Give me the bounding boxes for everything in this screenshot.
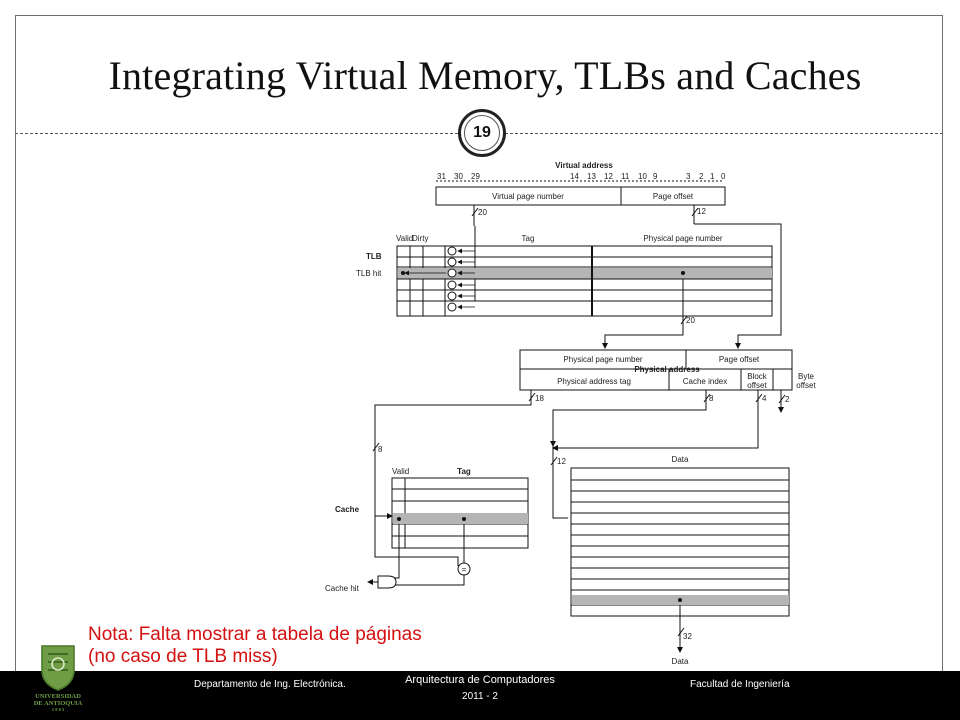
data-out-label: Data <box>672 657 689 666</box>
cache-tag-label: Tag <box>457 467 471 476</box>
width-label: 8 <box>378 445 383 454</box>
width-label: 32 <box>683 632 692 641</box>
tlb-comparator <box>447 268 457 278</box>
tag-wire <box>374 390 532 519</box>
pa-page-offset-label: Page offset <box>719 355 760 364</box>
byte-offset-label: Byte <box>798 372 815 381</box>
footer-department: Departamento de Ing. Electrónica. <box>194 679 346 690</box>
cache-hit-gate <box>377 575 397 589</box>
note: Nota: Falta mostrar a tabela de páginas … <box>88 624 422 668</box>
note-line: Nota: Falta mostrar a tabela de páginas <box>88 624 422 645</box>
tlb-comparator <box>447 302 457 312</box>
width-label: 8 <box>709 394 714 403</box>
width-label: 20 <box>478 208 487 217</box>
block-offset-label: Block <box>747 372 768 381</box>
bit-label: 13 <box>587 172 596 181</box>
ppn-wire <box>602 273 684 349</box>
slide-title: Integrating Virtual Memory, TLBs and Cac… <box>108 53 862 98</box>
block-offset-label: offset <box>747 381 767 390</box>
comparator-symbol: = <box>462 565 467 574</box>
bit-label: 10 <box>638 172 647 181</box>
virtual-address-box <box>435 186 726 206</box>
bit-label: 30 <box>454 172 463 181</box>
tlb-ppn-label: Physical page number <box>643 234 722 243</box>
bit-label: 9 <box>653 172 658 181</box>
bit-label: 29 <box>471 172 480 181</box>
width-label: 12 <box>557 457 566 466</box>
note-line: (no caso de TLB miss) <box>88 646 278 667</box>
cache-index-wire <box>552 390 707 519</box>
cache-index-label: Cache index <box>683 377 727 386</box>
compare-out <box>395 575 465 586</box>
virtual-address-label: Virtual address <box>555 161 613 170</box>
tlb-comparator <box>447 246 457 256</box>
cache-hit-label: Cache hit <box>325 584 360 593</box>
cache-data-array <box>570 467 790 617</box>
tlb-comparator <box>447 257 457 267</box>
svg-text:1 8 0 3: 1 8 0 3 <box>52 707 65 712</box>
tlb-hit-label: TLB hit <box>356 269 382 278</box>
width-label: 2 <box>785 395 790 404</box>
block-offset-wire <box>552 390 759 451</box>
data-header-label: Data <box>672 455 689 464</box>
byte-offset-label: offset <box>796 381 816 390</box>
physical-address-box <box>519 349 793 391</box>
bit-label: 0 <box>721 172 726 181</box>
footer-term: 2011 - 2 <box>462 691 498 702</box>
svg-text:DE ANTIOQUIA: DE ANTIOQUIA <box>34 700 83 707</box>
tlb-table <box>396 245 773 317</box>
svg-text:UNIVERSIDAD: UNIVERSIDAD <box>35 693 81 700</box>
bit-label: 1 <box>710 172 715 181</box>
bit-label: 12 <box>604 172 613 181</box>
width-label: 4 <box>762 394 767 403</box>
bit-label: 31 <box>437 172 446 181</box>
tlb-label: TLB <box>366 252 382 261</box>
pa-tag-label: Physical address tag <box>557 377 631 386</box>
tlb-dirty-label: Dirty <box>412 234 428 243</box>
tlb-hit-row <box>398 268 772 279</box>
physical-address-label: Physical address <box>634 365 700 374</box>
bit-label: 14 <box>570 172 579 181</box>
footer-faculty: Facultad de Ingeniería <box>690 679 790 690</box>
bit-label: 3 <box>686 172 691 181</box>
tlb-comparator <box>447 280 457 290</box>
footer-bar: Departamento de Ing. Electrónica. Arquit… <box>0 671 960 720</box>
page-number-badge: 19 <box>458 109 506 157</box>
cache-hit-row <box>393 513 528 524</box>
cache-label: Cache <box>335 505 360 514</box>
width-label: 20 <box>686 316 695 325</box>
cache-valid-label: Valid <box>392 467 409 476</box>
page-offset-label: Page offset <box>653 192 694 201</box>
width-label: 18 <box>535 394 544 403</box>
bit-label: 2 <box>699 172 704 181</box>
pa-ppn-label: Physical page number <box>563 355 642 364</box>
bit-label: 11 <box>621 172 630 181</box>
tlb-tag-label: Tag <box>522 234 535 243</box>
tlb-valid-label: Valid <box>396 234 413 243</box>
width-label: 12 <box>697 207 706 216</box>
vpn-label: Virtual page number <box>492 192 564 201</box>
university-logo: UNIVERSIDAD DE ANTIOQUIA 1 8 0 3 <box>34 645 83 712</box>
tlb-comparator <box>447 291 457 301</box>
page-number: 19 <box>473 124 491 141</box>
footer-course: Arquitectura de Computadores <box>405 674 555 686</box>
